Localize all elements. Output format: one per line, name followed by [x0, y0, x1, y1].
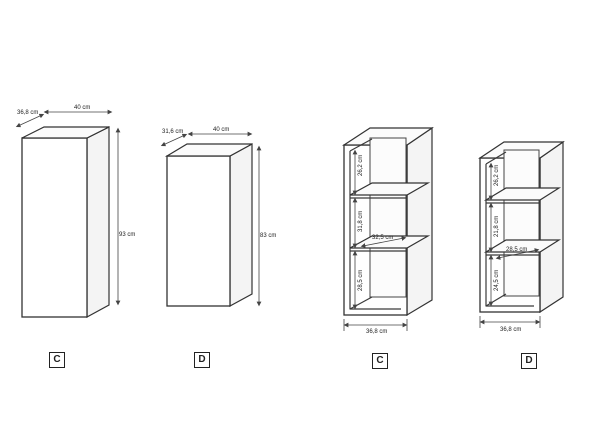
badge-closed-c: C: [49, 352, 65, 368]
closed-c-width-label: 40 cm: [74, 105, 90, 111]
open-c-shelf-2-label: 31,8 cm: [358, 211, 364, 232]
closed-d-depth-label: 31,6 cm: [162, 129, 183, 135]
closed-c-height-label: 93 cm: [119, 232, 135, 238]
badge-closed-d: D: [194, 352, 210, 368]
badge-open-c: C: [372, 353, 388, 369]
open-d-shelf-1-label: 26,2 cm: [494, 165, 500, 186]
open-d-width-label: 36,8 cm: [500, 327, 521, 333]
closed-cabinet-c: [21, 126, 110, 319]
open-c-dimensions: 26,2 cm 31,8 cm 28,5 cm 32,5 cm 36,8 cm: [343, 149, 408, 335]
open-shelf-d: [478, 140, 565, 314]
open-d-dimensions: 26,2 cm 21,8 cm 24,5 cm 28,5 cm 36,8 cm: [479, 162, 541, 333]
open-d-inner-width-label: 28,5 cm: [506, 247, 527, 253]
closed-d-dimensions: 31,6 cm 40 cm 83 cm: [160, 127, 276, 307]
badge-open-d: D: [521, 353, 537, 369]
open-c-inner-width-label: 32,5 cm: [372, 235, 393, 241]
closed-c-depth-label: 36,8 cm: [17, 110, 38, 116]
closed-c-dimensions: 36,8 cm 40 cm 93 cm: [15, 105, 135, 306]
open-c-shelf-1-label: 26,2 cm: [358, 155, 364, 176]
open-d-shelf-3-label: 24,5 cm: [494, 270, 500, 291]
closed-d-width-label: 40 cm: [213, 127, 229, 133]
closed-d-height-label: 83 cm: [260, 233, 276, 239]
open-c-width-label: 36,8 cm: [366, 329, 387, 335]
open-d-shelf-2-label: 21,8 cm: [494, 216, 500, 237]
closed-cabinet-d: [164, 142, 253, 308]
open-c-shelf-3-label: 28,5 cm: [358, 270, 364, 291]
